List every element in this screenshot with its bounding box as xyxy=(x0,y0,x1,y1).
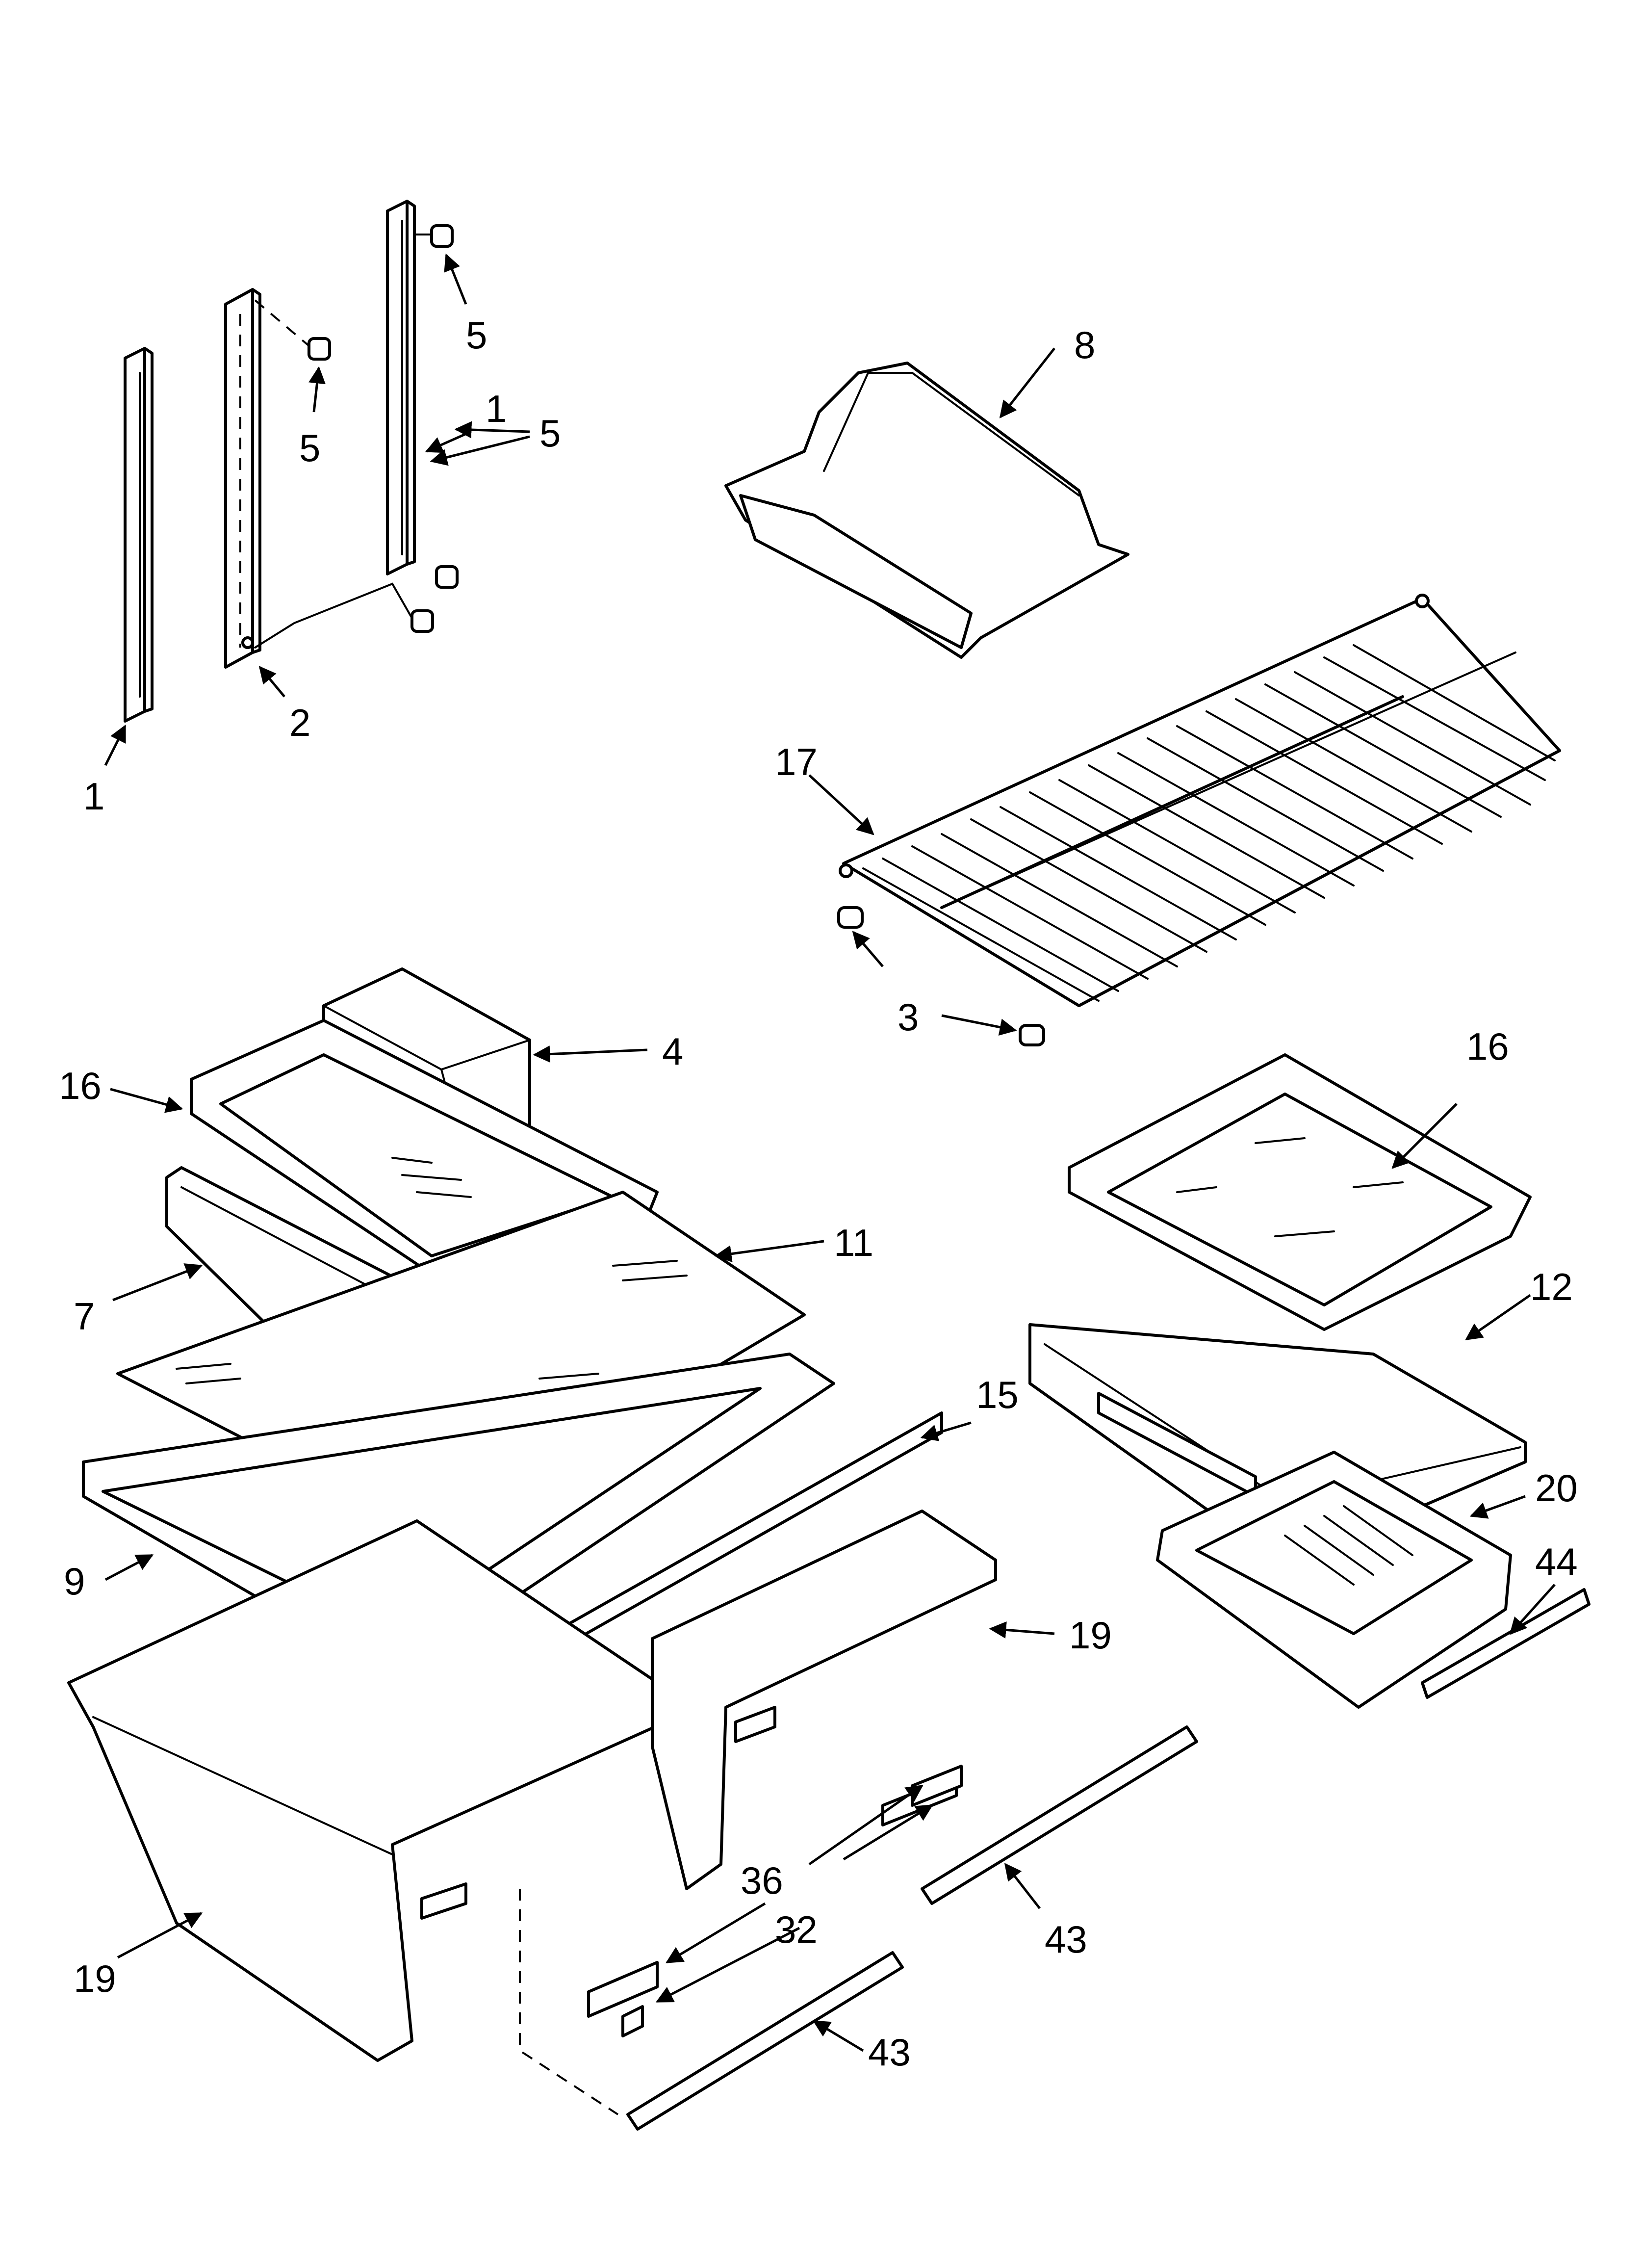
dairy-bin xyxy=(724,362,1129,659)
callout-4: 4 xyxy=(662,1030,683,1073)
shelf-rail-left xyxy=(124,347,154,723)
leader-lines xyxy=(104,253,1556,2052)
callout-5-top: 5 xyxy=(466,313,487,357)
meat-pan-trim xyxy=(1421,1588,1591,1699)
callout-16-right: 16 xyxy=(1466,1025,1509,1068)
crisper-drawer-left xyxy=(67,1519,688,2062)
callout-43-right: 43 xyxy=(1045,1918,1087,1961)
callout-1-left: 1 xyxy=(83,775,104,818)
shelf-rail-center xyxy=(224,288,261,669)
shelf-rail-right xyxy=(386,200,416,575)
callout-3: 3 xyxy=(898,995,919,1039)
shelf-supports xyxy=(837,906,1045,1046)
callout-7: 7 xyxy=(74,1295,95,1338)
callout-32: 32 xyxy=(775,1908,818,1951)
rail-screws xyxy=(254,224,459,649)
callout-1-right: 1 xyxy=(486,387,507,430)
callout-44: 44 xyxy=(1535,1540,1578,1583)
callout-5-bottom: 5 xyxy=(539,412,561,455)
callout-16-left: 16 xyxy=(59,1064,102,1107)
callout-11: 11 xyxy=(834,1221,873,1264)
callout-19-right: 19 xyxy=(1069,1614,1112,1657)
callout-36: 36 xyxy=(741,1859,783,1902)
callout-15: 15 xyxy=(976,1373,1019,1416)
glass-shelf-right xyxy=(1068,1053,1532,1331)
drawer-trims xyxy=(519,1725,1198,2131)
callout-43-left: 43 xyxy=(868,2031,911,2074)
glass-shelf-left xyxy=(190,1019,659,1282)
callout-20: 20 xyxy=(1535,1466,1578,1510)
callout-2: 2 xyxy=(289,701,310,744)
meat-pan xyxy=(1156,1451,1512,1709)
callout-17: 17 xyxy=(775,740,818,783)
callout-12: 12 xyxy=(1530,1265,1573,1308)
callout-8: 8 xyxy=(1074,323,1095,366)
callout-labels: 1 1 2 3 4 5 5 5 7 8 9 11 12 15 16 16 17 … xyxy=(59,313,1578,2074)
callout-19-left: 19 xyxy=(74,1957,116,2000)
wire-shelf xyxy=(839,594,1561,1007)
callout-9: 9 xyxy=(64,1560,85,1603)
callout-5-center: 5 xyxy=(299,426,320,469)
